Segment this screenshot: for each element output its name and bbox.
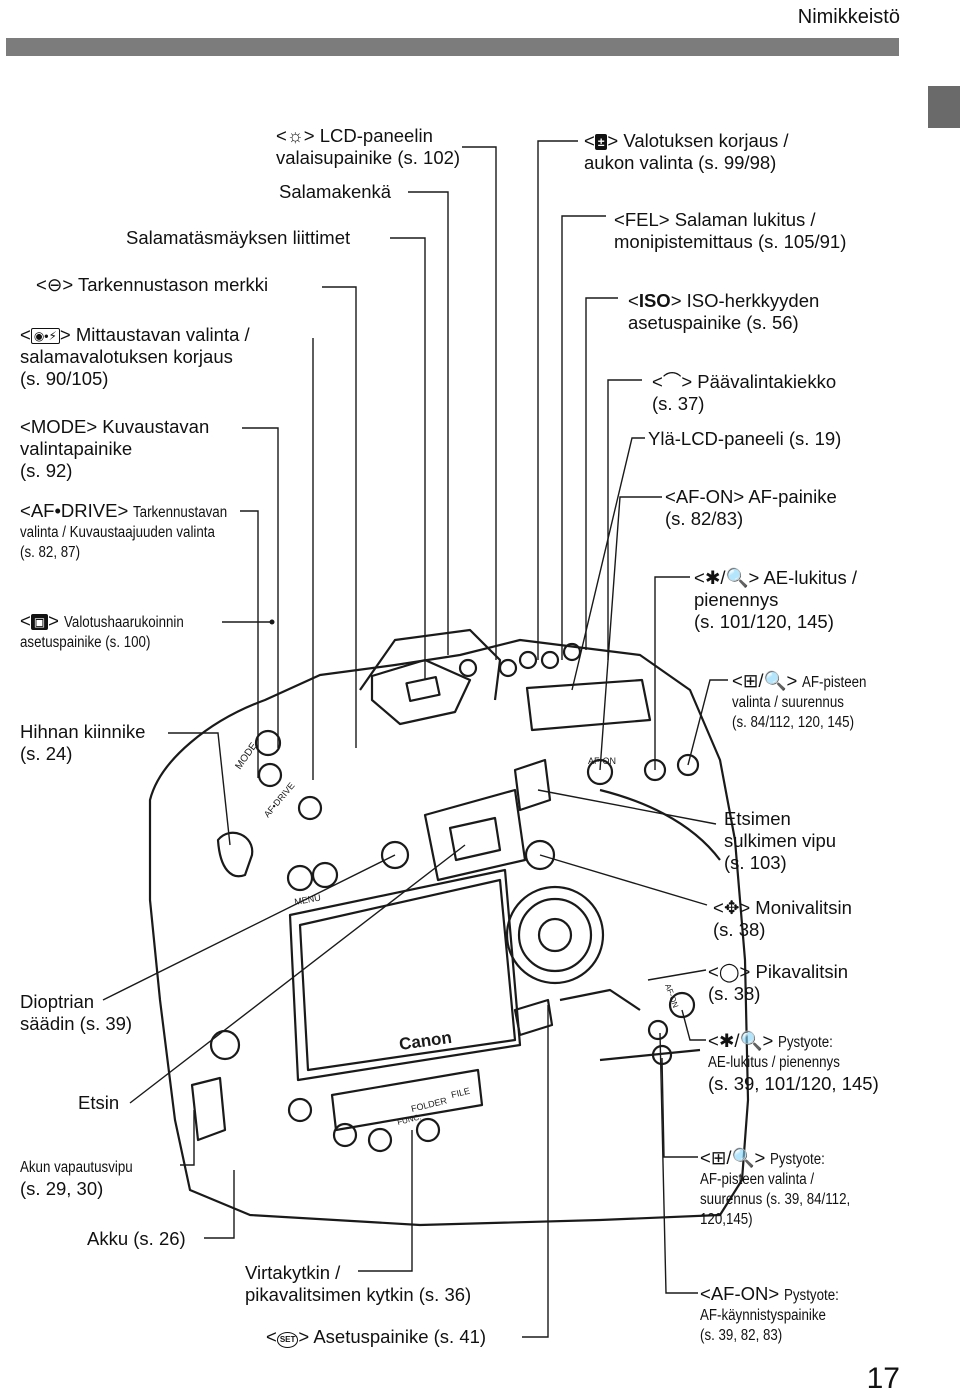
label-battery: Akku (s. 26) xyxy=(87,1228,186,1249)
label-lcd-illumination: <☼> LCD-paneelin valaisupainike (s. 102) xyxy=(276,125,461,168)
bracketing-icon: ▣ xyxy=(30,614,49,630)
afdrive-icon: AF•DRIVE xyxy=(30,500,118,521)
header-bar xyxy=(6,38,899,56)
label-battery-release: Akun vapautusvipu(s. 29, 30) xyxy=(20,1159,133,1199)
label-top-lcd: Ylä-LCD-paneeli (s. 19) xyxy=(648,428,842,449)
af-on-icon: AF-ON xyxy=(675,486,734,507)
label-vertical-af-on: <AF-ON> Pystyote: AF-käynnistyspainike(s… xyxy=(700,1283,840,1344)
vertical-af-on-icon: AF-ON xyxy=(710,1283,769,1304)
label-fel-button: <FEL> Salaman lukitus / monipistemittaus… xyxy=(614,209,847,252)
leader-dot xyxy=(269,619,275,625)
vertical-ae-lock-icon: ✱/🔍 xyxy=(718,1030,763,1051)
file-marking: FILE xyxy=(450,1086,471,1100)
mode-marking: MODE xyxy=(233,741,259,772)
metering-icon: ◉•⚡ xyxy=(30,328,60,344)
label-bracketing-button: <▣> Valotushaarukoinnin asetuspainike (s… xyxy=(20,610,184,651)
label-set-button: <SET> Asetuspainike (s. 41) xyxy=(266,1326,487,1348)
lcd-illumination-icon: ☼ xyxy=(286,125,304,146)
label-focal-plane-mark: <⊖> Tarkennustason merkki xyxy=(36,274,269,295)
iso-icon: ISO xyxy=(638,290,671,311)
af-point-icon: ⊞/🔍 xyxy=(742,670,787,691)
label-vertical-af-point: <⊞/🔍> Pystyote: AF-pisteen valinta /suur… xyxy=(700,1147,851,1228)
label-flash-sync-contacts: Salamatäsmäyksen liittimet xyxy=(126,227,351,248)
label-afdrive-button: <AF•DRIVE> Tarkennustavan valinta / Kuva… xyxy=(20,500,228,561)
set-icon: SET xyxy=(276,1332,299,1348)
quick-dial-icon: ◯ xyxy=(718,961,740,982)
label-viewfinder: Etsin xyxy=(78,1092,120,1113)
label-hot-shoe: Salamakenkä xyxy=(279,181,392,202)
camera-body-outline xyxy=(148,628,750,1227)
label-metering-flash-comp: <◉•⚡> Mittaustavan valinta / salamavalot… xyxy=(20,324,250,389)
chapter-tab xyxy=(928,86,960,128)
menu-marking: MENU xyxy=(294,893,322,907)
label-af-on-button: <AF-ON> AF-painike (s. 82/83) xyxy=(665,486,837,529)
ae-lock-icon: ✱/🔍 xyxy=(704,567,749,588)
main-dial-icon: ⌒ xyxy=(662,371,682,392)
label-main-dial: <⌒> Päävalintakiekko (s. 37) xyxy=(652,371,837,414)
fel-icon: FEL xyxy=(624,209,659,230)
label-ae-lock: <✱/🔍> AE-lukitus / pienennys (s. 101/120… xyxy=(694,567,857,632)
label-af-point-select: <⊞/🔍> AF-pisteen valinta / suurennus(s. … xyxy=(732,670,867,731)
section-title: Nimikkeistö xyxy=(797,6,900,28)
vertical-af-point-icon: ⊞/🔍 xyxy=(710,1147,755,1168)
label-vertical-ae-lock: <✱/🔍> Pystyote: AE-lukitus / pienennys (… xyxy=(708,1030,879,1094)
page-number: 17 xyxy=(866,1362,900,1395)
exposure-comp-icon: ± xyxy=(594,134,608,150)
afon-marking: AF-ON xyxy=(588,756,616,766)
label-exposure-comp: <±> Valotuksen korjaus / aukon valinta (… xyxy=(584,130,789,173)
leader-lines xyxy=(102,140,728,1338)
focal-plane-icon: ⊖ xyxy=(46,274,63,295)
label-power-switch: Virtakytkin /pikavalitsimen kytkin (s. 3… xyxy=(245,1262,472,1305)
multi-controller-icon: ✥ xyxy=(723,897,740,918)
label-iso-button: <ISO> ISO-herkkyyden asetuspainike (s. 5… xyxy=(628,290,820,333)
label-multi-controller: <✥> Monivalitsin (s. 38) xyxy=(713,897,852,940)
label-quick-dial: <◯> Pikavalitsin (s. 38) xyxy=(708,961,849,1004)
label-strap-mount: Hihnan kiinnike(s. 24) xyxy=(20,721,146,764)
label-mode-button: <MODE> Kuvaustavan valintapainike (s. 92… xyxy=(20,416,210,481)
mode-icon: MODE xyxy=(30,416,87,437)
afon-vertical-marking: AF-ON xyxy=(663,983,680,1010)
